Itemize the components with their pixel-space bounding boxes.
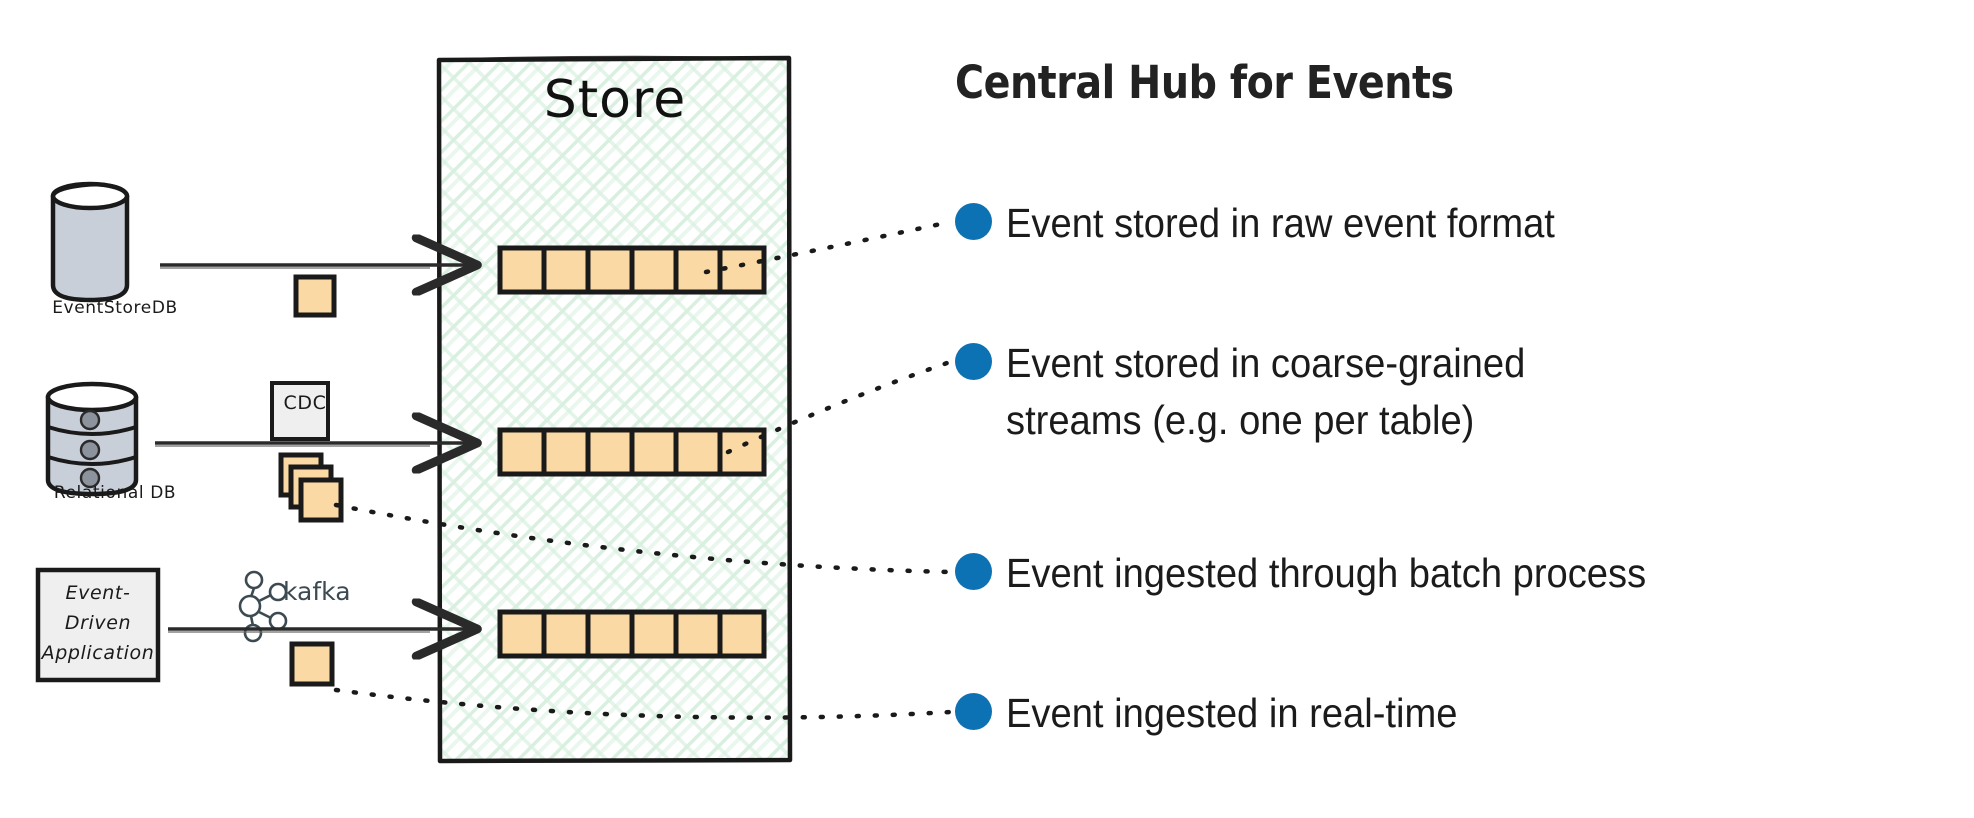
stream-row-coarse-grained — [497, 427, 767, 477]
store-title: Store — [543, 70, 687, 130]
bullet-dot-icon — [955, 203, 992, 240]
cdc-label: CDC — [283, 392, 327, 414]
bullet-dot-icon — [955, 553, 992, 590]
application-box-icon — [35, 567, 161, 683]
bullet-item-coarse-grained: Event stored in coarse-grained streams (… — [955, 335, 1955, 449]
page-title: Central Hub for Events — [955, 56, 1454, 109]
application-event-square-icon — [289, 641, 335, 687]
stream-row-real-time — [497, 609, 767, 659]
relational-db-icon — [45, 381, 139, 497]
bullet-label: Event stored in coarse-grained streams (… — [1006, 340, 1526, 443]
eventstoredb-to-store-arrow — [160, 265, 474, 268]
eventstoredb-icon — [50, 181, 130, 303]
bullet-label: Event stored in raw event format — [1006, 200, 1555, 246]
application-to-store-arrow — [168, 629, 474, 632]
kafka-label: kafka — [283, 577, 351, 606]
relational-db-stacked-events-icon — [278, 452, 344, 523]
store-container — [436, 55, 793, 764]
bullet-item-real-time: Event ingested in real-time — [955, 685, 1955, 742]
stream-row-raw-event — [497, 245, 767, 295]
kafka-logo-icon — [238, 570, 288, 643]
relational-db-label: Relational DB — [53, 483, 177, 503]
relational-db-to-store-arrow — [155, 443, 474, 446]
bullet-label: Event ingested through batch process — [1006, 550, 1647, 596]
bullet-dot-icon — [955, 693, 992, 730]
eventstoredb-event-square-icon — [293, 274, 337, 318]
connector-batch-process — [333, 502, 953, 575]
bullet-label: Event ingested in real-time — [1006, 690, 1458, 736]
application-label: Event- Driven Application — [41, 582, 155, 664]
bullet-item-raw-format: Event stored in raw event format — [955, 195, 1955, 252]
eventstoredb-label: EventStoreDB — [52, 298, 178, 318]
callout-connectors — [333, 219, 953, 720]
bullet-item-batch-process: Event ingested through batch process — [955, 545, 1955, 602]
connector-real-time — [333, 687, 953, 720]
callout-panel: Central Hub for Events Event stored in r… — [955, 56, 1955, 736]
connector-raw-format — [703, 219, 953, 275]
bullet-dot-icon — [955, 343, 992, 380]
cdc-box-icon — [270, 381, 330, 441]
